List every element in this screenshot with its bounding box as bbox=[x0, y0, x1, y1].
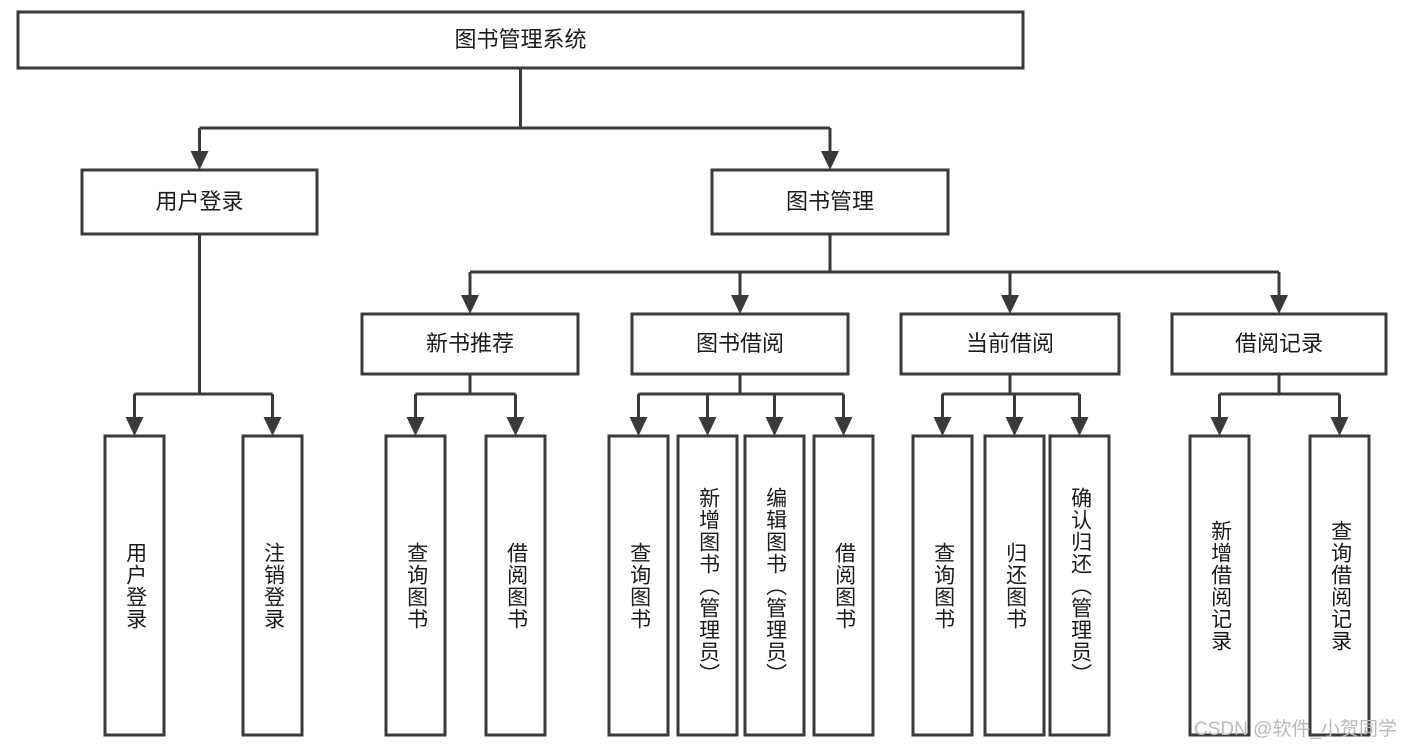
arrow-head-icon-leaf_user_login bbox=[125, 417, 144, 436]
node-box-leaf-bw-borrow[interactable] bbox=[812, 434, 875, 737]
node-label-l3-record: 借阅记录 bbox=[1235, 331, 1323, 356]
node-box-leaf-cur-confirm[interactable] bbox=[1048, 434, 1111, 737]
arrow-head-icon-l3_record bbox=[1270, 295, 1288, 314]
arrow-head-icon-leaf_cur_return bbox=[1005, 417, 1024, 436]
node-box-leaf-user-login[interactable] bbox=[103, 434, 166, 737]
arrow-head-icon-leaf_bw_edit bbox=[765, 417, 784, 436]
arrow-head-icon-l3_new_book bbox=[461, 295, 479, 314]
node-box-leaf-user-logout[interactable] bbox=[241, 434, 304, 737]
node-box-leaf-cur-query[interactable] bbox=[911, 434, 974, 737]
node-box-leaf-bw-query[interactable] bbox=[607, 434, 670, 737]
node-label-l2-user-login: 用户登录 bbox=[155, 189, 243, 214]
arrow-head-icon-leaf_bw_query bbox=[629, 417, 648, 436]
node-label-l2-book-mgmt: 图书管理 bbox=[786, 189, 874, 214]
arrow-head-icon-leaf_bw_borrow bbox=[834, 417, 853, 436]
node-box-leaf-rec-add[interactable] bbox=[1188, 434, 1251, 737]
arrow-head-icon-l3_current bbox=[1001, 295, 1019, 314]
arrow-head-icon-leaf_user_logout bbox=[263, 417, 282, 436]
node-box-layer bbox=[16, 10, 1388, 737]
connector-layer bbox=[125, 68, 1349, 436]
node-label-l3-borrow: 图书借阅 bbox=[696, 331, 784, 356]
node-box-l2-book-mgmt[interactable] bbox=[710, 168, 950, 236]
node-box-leaf-rec-query[interactable] bbox=[1308, 434, 1371, 737]
node-box-l3-borrow[interactable] bbox=[630, 312, 850, 376]
csdn-watermark: CSDN @软件_小贺同学 bbox=[1194, 719, 1397, 740]
node-box-leaf-bw-add[interactable] bbox=[676, 434, 739, 737]
arrow-head-icon-l2_book_mgmt bbox=[821, 151, 839, 170]
node-label-root: 图书管理系统 bbox=[454, 27, 586, 52]
arrow-head-icon-leaf_nb_borrow bbox=[506, 417, 525, 436]
arrow-head-icon-leaf_rec_add bbox=[1210, 417, 1229, 436]
node-box-leaf-nb-borrow[interactable] bbox=[484, 434, 547, 737]
node-box-leaf-nb-query[interactable] bbox=[384, 434, 447, 737]
arrow-head-icon-l2_user_login bbox=[190, 151, 209, 170]
node-label-l3-new-book: 新书推荐 bbox=[426, 331, 514, 356]
node-box-l3-current[interactable] bbox=[899, 312, 1121, 376]
node-label-l3-current: 当前借阅 bbox=[966, 331, 1054, 356]
node-box-l2-user-login[interactable] bbox=[80, 168, 319, 236]
arrow-head-icon-leaf_rec_query bbox=[1330, 417, 1349, 436]
node-box-root[interactable] bbox=[16, 10, 1025, 70]
node-box-leaf-cur-return[interactable] bbox=[983, 434, 1046, 737]
arrow-head-icon-leaf_cur_query bbox=[933, 417, 952, 436]
arrow-head-icon-l3_borrow bbox=[731, 295, 749, 314]
arrow-head-icon-leaf_cur_confirm bbox=[1070, 417, 1089, 436]
node-box-l3-record[interactable] bbox=[1170, 312, 1388, 376]
node-box-leaf-bw-edit[interactable] bbox=[743, 434, 806, 737]
arrow-head-icon-leaf_bw_add bbox=[698, 417, 717, 436]
arrow-head-icon-leaf_nb_query bbox=[406, 417, 425, 436]
node-box-l3-new-book[interactable] bbox=[360, 312, 580, 376]
